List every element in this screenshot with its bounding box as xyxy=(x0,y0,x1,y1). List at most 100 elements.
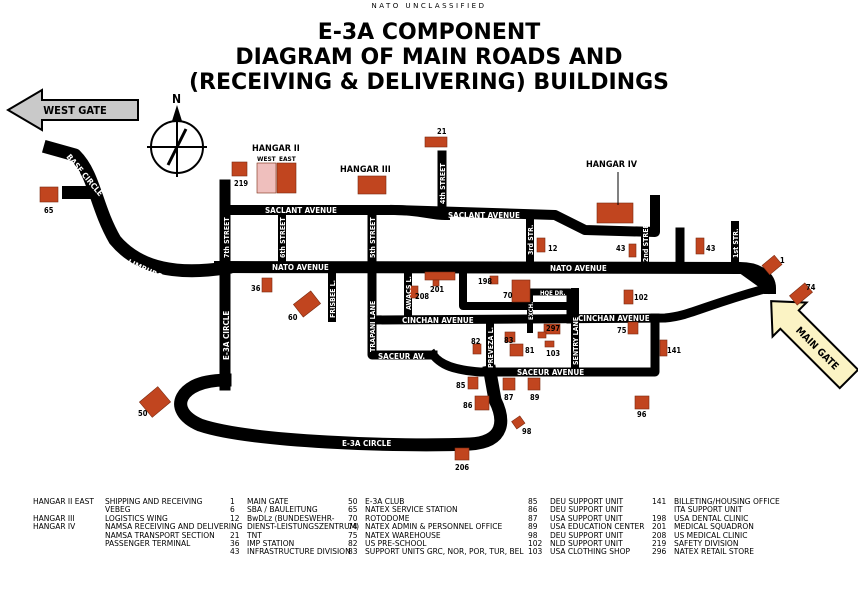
hangar-2-east-label: EAST xyxy=(279,155,296,163)
legend-value: USA EDUCATION CENTER xyxy=(550,522,645,532)
building-81 xyxy=(509,343,524,357)
legend-entry: 1 MAIN GATE xyxy=(230,497,359,506)
building-219 xyxy=(231,161,248,177)
legend-value: NATEX SERVICE STATION xyxy=(365,505,458,515)
legend-value: SUPPORT UNITS GRC, NOR, POR, TUR, BEL xyxy=(365,547,524,557)
label-21: 21 xyxy=(437,127,447,136)
compass-north-label: N xyxy=(172,92,181,106)
building-96 xyxy=(634,395,650,410)
legend-entry: PASSENGER TERMINAL xyxy=(33,539,242,548)
compass-rose xyxy=(147,105,207,177)
building-36 xyxy=(261,277,273,293)
road-cinchan-avenue xyxy=(367,282,774,325)
legend-value: BwDLz (BUNDESWEHR- xyxy=(247,513,335,523)
title-line-3: (RECEIVING & DELIVERING) BUILDINGS xyxy=(188,70,670,95)
label-50: 50 xyxy=(138,409,148,418)
west-gate-label: WEST GATE xyxy=(43,104,107,117)
road-label-5th-street: 5th STREET xyxy=(369,217,377,258)
legend-key xyxy=(33,540,105,548)
legend-value: NLD SUPPORT UNIT xyxy=(550,539,623,549)
hangar-2-east xyxy=(276,162,297,194)
building-89 xyxy=(527,377,541,391)
legend-key: 12 xyxy=(230,513,240,523)
legend-value: USA CLOTHING SHOP xyxy=(550,547,631,557)
building-98 xyxy=(511,415,526,430)
legend-entry: 12 BwDLz (BUNDESWEHR- xyxy=(230,513,359,523)
road-label-frisbee-lane: FRISBEE L. xyxy=(329,280,337,318)
road-label-cinchan-avenue-1: CINCHAN AVENUE xyxy=(402,316,474,325)
legend-value: TNT xyxy=(247,530,262,540)
building-75 xyxy=(627,321,639,335)
building-141 xyxy=(659,339,668,357)
building-21 xyxy=(424,136,448,148)
road-label-trapani-lane: TRAPANI LANE xyxy=(369,301,377,352)
label-82: 82 xyxy=(471,337,481,346)
building-201-wing xyxy=(432,279,440,287)
label-36: 36 xyxy=(251,284,261,293)
building-82 xyxy=(472,343,482,355)
legend-entry: NAMSA TRANSPORT SECTION xyxy=(33,531,242,540)
legend-key: 219 xyxy=(652,539,667,549)
building-198 xyxy=(489,275,499,285)
legend-value: US MEDICAL CLINIC xyxy=(674,530,748,540)
legend-value: SHIPPING AND RECEIVING xyxy=(105,497,203,506)
road-label-e3a-circle-1: E-3A CIRCLE xyxy=(342,439,391,448)
label-297: 297 xyxy=(546,324,560,333)
title-line-1: E-3A COMPONENT xyxy=(317,20,541,45)
building-70 xyxy=(511,279,531,303)
legend-key: 82 xyxy=(348,539,358,549)
building-43-b xyxy=(695,237,705,255)
building-1 xyxy=(761,254,783,276)
legend-key: 1 xyxy=(230,497,235,506)
hangar-2-west xyxy=(256,162,277,194)
road-5th-street xyxy=(367,205,438,360)
road-label-preveza-lane: PREVEZA L. xyxy=(487,327,495,368)
label-65: 65 xyxy=(44,206,54,215)
label-43-a: 43 xyxy=(616,244,626,253)
building-297 xyxy=(543,323,561,335)
label-208: 208 xyxy=(415,292,429,301)
building-87 xyxy=(502,377,516,391)
legend-key: 21 xyxy=(230,530,240,540)
legend-value: DEU SUPPORT UNIT xyxy=(550,530,624,540)
legend-key: HANGAR III xyxy=(33,513,75,523)
label-85: 85 xyxy=(456,381,466,390)
building-296 xyxy=(537,331,547,339)
west-gate-barrier xyxy=(62,186,92,199)
road-label-nato-avenue-2: NATO AVENUE xyxy=(550,264,607,273)
building-74 xyxy=(789,282,813,306)
label-96: 96 xyxy=(637,410,647,419)
hangar-2-label: HANGAR II xyxy=(252,144,300,154)
road-label-1st-street: 1st STR. xyxy=(732,228,740,258)
road-base-circle xyxy=(41,139,233,278)
road-saclant-east xyxy=(389,195,660,237)
building-60 xyxy=(292,290,322,318)
legend-value: DEU SUPPORT UNIT xyxy=(550,497,624,506)
legend-key: 74 xyxy=(348,522,358,532)
road-network xyxy=(41,139,777,452)
road-label-hqe-dr: HQE DR. xyxy=(540,290,565,297)
legend-value: MAIN GATE xyxy=(247,497,289,506)
road-label-nato-avenue-1: NATO AVENUE xyxy=(272,263,329,272)
building-103 xyxy=(544,340,555,348)
building-208 xyxy=(409,285,419,299)
road-saceur-avenue xyxy=(426,313,660,377)
building-206 xyxy=(454,447,470,461)
building-number-labels: 21 219 65 12 43 43 1 74 36 60 201 208 19… xyxy=(44,127,816,472)
main-gate-arrow: MAIN GATE xyxy=(770,300,858,390)
